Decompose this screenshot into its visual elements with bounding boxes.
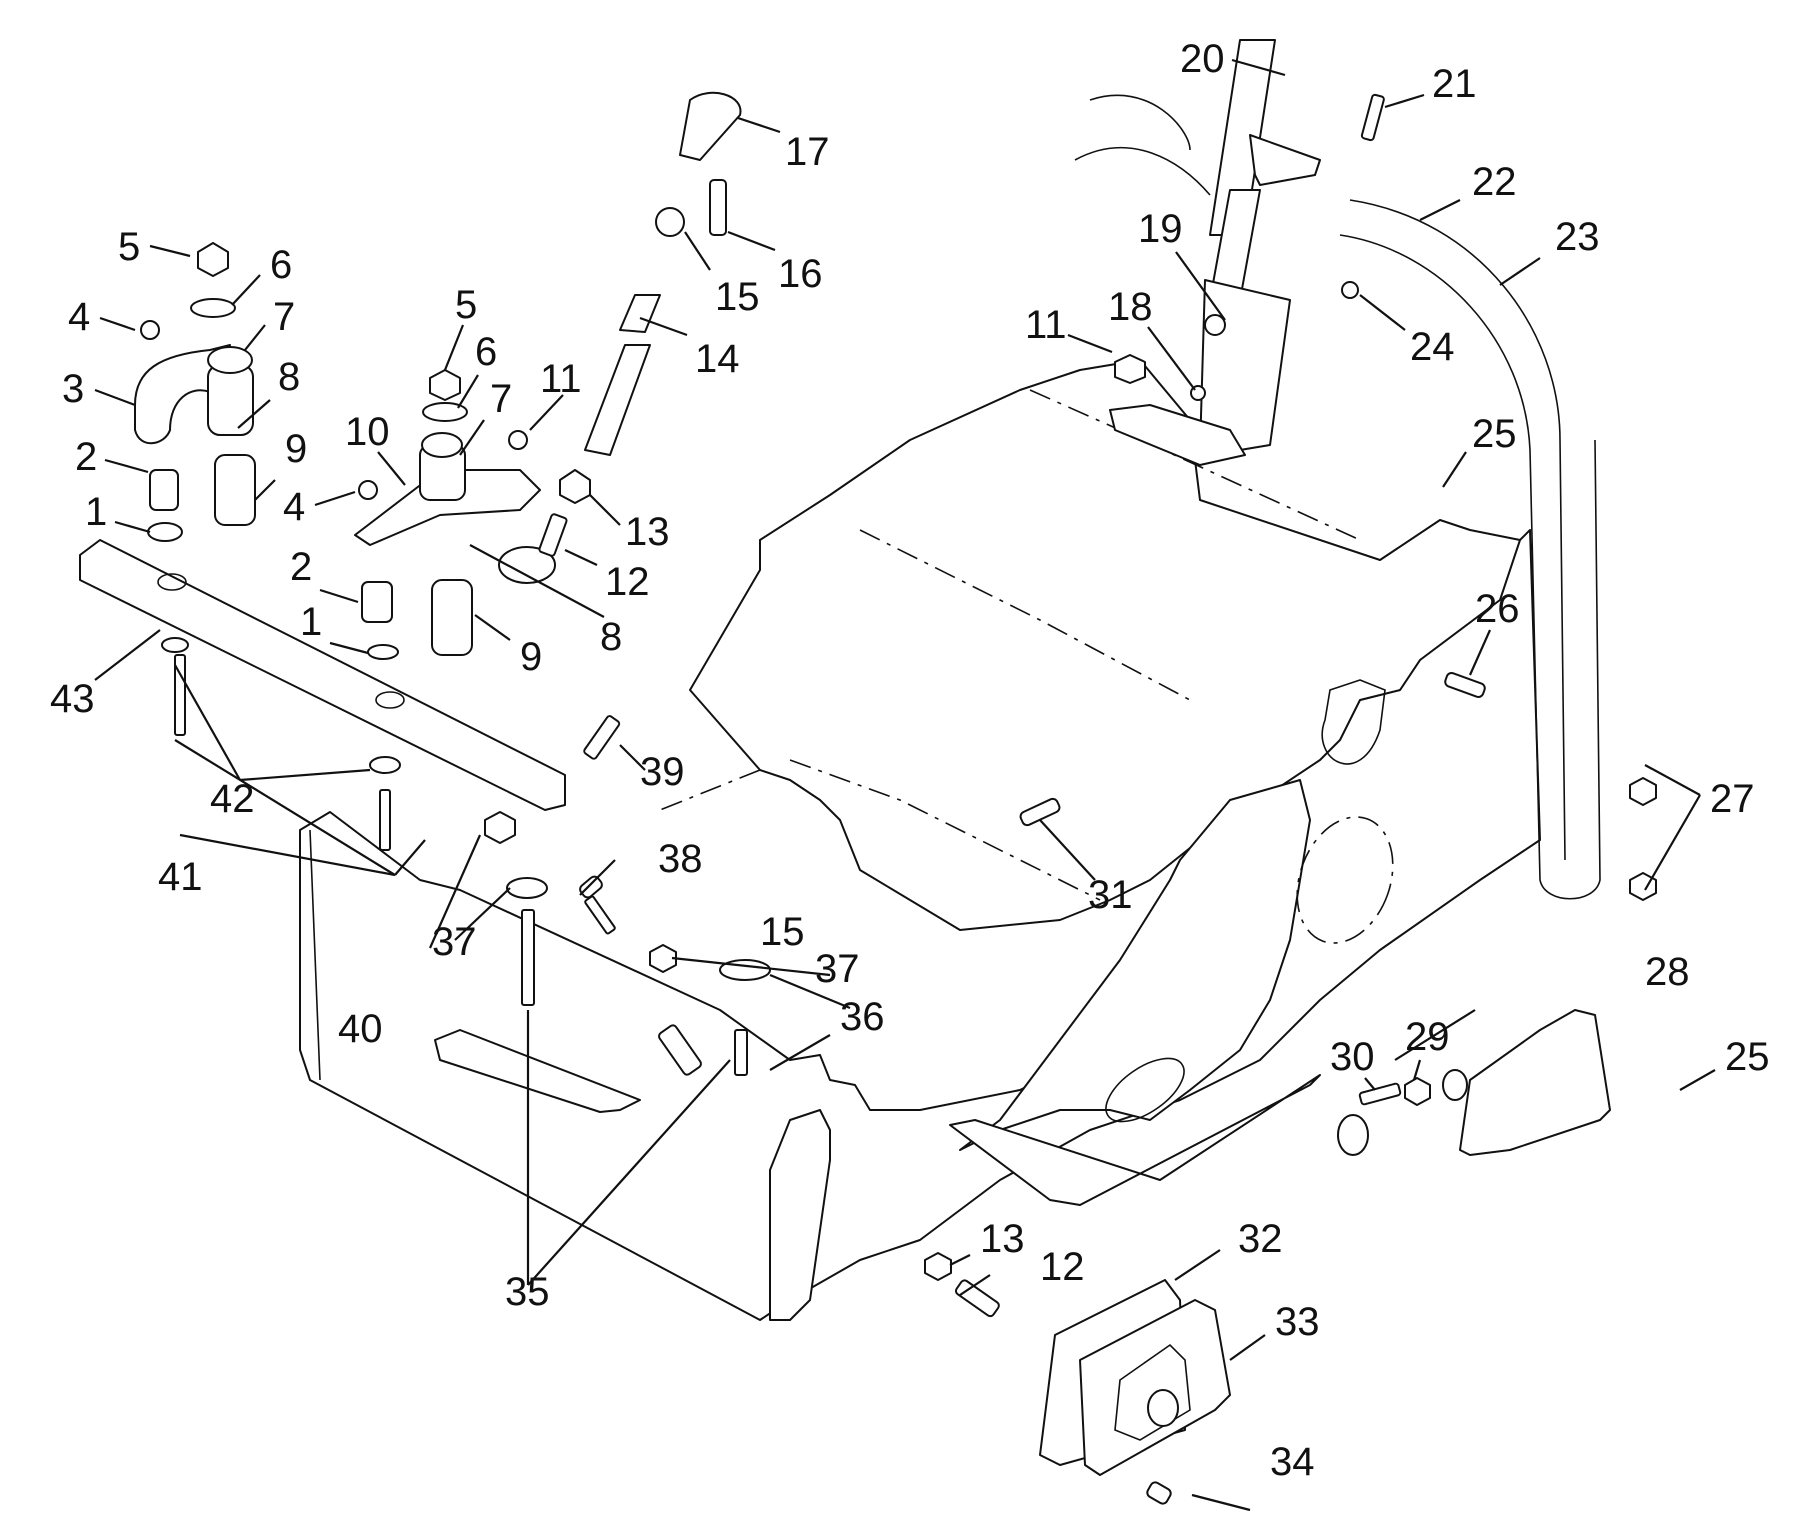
callout-9: 9 [520,635,542,679]
tie-rod-14 [538,91,742,557]
callout-9: 9 [285,427,307,471]
callout-5: 5 [455,283,477,327]
callout-18: 18 [1108,285,1153,329]
callout-32: 32 [1238,1217,1283,1261]
frame-tube-23 [1074,94,1601,900]
callout-39: 39 [640,750,685,794]
callout-41: 41 [158,855,203,899]
cover-plate-28 [1337,1009,1611,1156]
callout-12: 12 [605,560,650,604]
callout-12: 12 [1040,1245,1085,1289]
callout-5: 5 [118,225,140,269]
callout-16: 16 [778,252,823,296]
callout-38: 38 [658,837,703,881]
callout-25: 25 [1725,1035,1770,1079]
callout-26: 26 [1475,587,1520,631]
callout-29: 29 [1405,1015,1450,1059]
callout-13: 13 [980,1217,1025,1261]
callout-1: 1 [300,600,322,644]
callout-17: 17 [785,130,830,174]
callout-14: 14 [695,337,740,381]
callout-36: 36 [840,995,885,1039]
callout-37: 37 [815,947,860,991]
frame-body [299,359,1541,1321]
leader-lines [94,58,1716,1512]
callout-22: 22 [1472,160,1517,204]
lever-10 [354,369,556,660]
callout-21: 21 [1432,62,1477,106]
callout-11: 11 [1025,303,1067,347]
cross-bar-43 [79,539,566,811]
callout-33: 33 [1275,1300,1320,1344]
callout-31: 31 [1088,873,1133,917]
callout-40: 40 [338,1007,383,1051]
callout-35: 35 [505,1270,550,1314]
callout-7: 7 [273,295,295,339]
callout-28: 28 [1645,950,1690,994]
callout-4: 4 [283,485,305,529]
callout-4: 4 [68,295,90,339]
steering-column-20 [1109,39,1321,466]
callout-37: 37 [432,920,477,964]
callout-7: 7 [490,377,512,421]
callout-27: 27 [1710,777,1755,821]
callout-34: 34 [1270,1440,1315,1484]
callout-13: 13 [625,510,670,554]
callout-42: 42 [210,777,255,821]
callout-23: 23 [1555,215,1600,259]
callout-2: 2 [290,545,312,589]
callout-11: 11 [540,357,582,401]
callout-20: 20 [1180,37,1225,81]
callout-1: 1 [85,490,107,534]
callout-15: 15 [760,910,805,954]
callout-10: 10 [345,410,390,454]
callout-15: 15 [715,275,760,319]
callout-2: 2 [75,435,97,479]
boot-plate-32-33 [1039,1279,1231,1505]
callout-25: 25 [1472,412,1517,456]
callout-6: 6 [270,243,292,287]
callout-8: 8 [278,355,300,399]
callout-19: 19 [1138,207,1183,251]
callout-labels: 5 6 4 7 3 8 2 9 1 43 5 6 7 11 10 4 13 12… [50,37,1770,1484]
callout-3: 3 [62,367,84,411]
pedal-arm-3 [134,242,256,542]
callout-24: 24 [1410,325,1455,369]
callout-43: 43 [50,677,95,721]
callout-6: 6 [475,330,497,374]
callout-8: 8 [600,615,622,659]
callout-30: 30 [1330,1035,1375,1079]
